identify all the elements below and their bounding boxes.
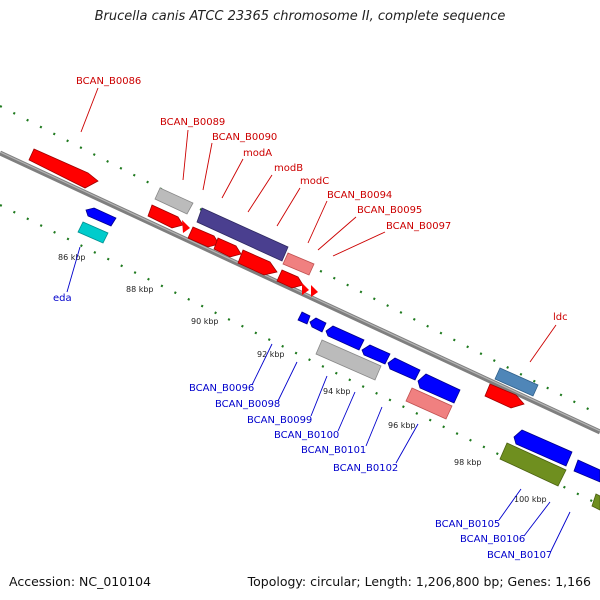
leader-line [310,375,328,417]
label-modc: modC [300,176,329,187]
gene-bcan-b0089[interactable] [154,187,194,215]
forward-labels: BCAN_B0086 BCAN_B0089 BCAN_B0090 modA mo… [76,76,568,363]
label-bcan-b0097: BCAN_B0097 [386,221,451,232]
gene-bcan-b0102[interactable] [405,387,453,420]
gene-bcan-b0099[interactable] [315,339,382,381]
label-bcan-b0089: BCAN_B0089 [160,117,225,128]
gene-eda[interactable] [77,207,117,244]
ruler-label: 94 kbp [323,387,351,396]
label-bcan-b0095: BCAN_B0095 [357,205,422,216]
gene-modb[interactable] [187,226,242,258]
backbone-line [0,150,600,435]
gene-bcan-b0096[interactable] [297,311,311,325]
label-bcan-b0106: BCAN_B0106 [460,534,525,545]
gene-bcan-b0098[interactable] [309,317,365,351]
reverse-labels: eda BCAN_B0096 BCAN_B0098 BCAN_B0099 BCA… [53,246,571,561]
ruler-label: 88 kbp [126,285,154,294]
leader-line [182,129,189,181]
gene-bcan-b0086[interactable] [28,148,99,189]
ruler-label: 92 kbp [257,350,285,359]
leader-line [529,324,557,363]
leader-line [317,216,357,251]
label-bcan-b0094: BCAN_B0094 [327,190,392,201]
label-bcan-b0107: BCAN_B0107 [487,550,552,561]
ruler-label: 90 kbp [191,317,219,326]
gene-bcan-b0094[interactable] [276,269,304,289]
backbone-highlight [0,151,600,432]
leader-line [251,343,273,386]
gene-bcan-b0097[interactable] [311,285,318,297]
ruler-label: 96 kbp [388,421,416,430]
label-bcan-b0105: BCAN_B0105 [435,519,500,530]
leader-line [277,361,298,402]
gene-ldc[interactable] [484,367,539,409]
label-moda: modA [243,148,272,159]
ruler-labels: 86 kbp 88 kbp 90 kbp 92 kbp 94 kbp 96 kb… [58,253,547,504]
leader-line [395,423,419,464]
leader-line [337,391,356,432]
accession-text: Accession: NC_010104 [9,574,152,589]
gene-bcan-b0106[interactable] [499,442,600,487]
label-modb: modB [274,163,303,174]
gene-bcan-b0100[interactable] [361,344,391,365]
map-title: Brucella canis ATCC 23365 chromosome II,… [94,9,506,24]
gene-moda[interactable] [196,207,289,262]
leader-line [307,200,328,244]
label-bcan-b0096: BCAN_B0096 [189,383,254,394]
gene-bcan-b0090[interactable] [147,204,190,233]
leader-line [332,231,386,257]
gene-modc[interactable] [237,249,315,276]
label-bcan-b0086: BCAN_B0086 [76,76,141,87]
leader-line [66,246,81,293]
leader-line [247,174,273,213]
topology-text: Topology: circular; Length: 1,206,800 bp… [247,574,591,589]
leader-line [523,501,551,537]
label-bcan-b0101: BCAN_B0101 [301,445,366,456]
gene-bcan-b0105[interactable] [513,429,573,467]
leader-line [498,488,522,521]
gene-bcan-b0095[interactable] [302,283,309,295]
label-bcan-b0098: BCAN_B0098 [215,399,280,410]
ruler-label: 86 kbp [58,253,86,262]
ruler-label: 98 kbp [454,458,482,467]
leader-line [276,187,301,227]
label-bcan-b0099: BCAN_B0099 [247,415,312,426]
leader-line [550,511,571,552]
gene-bcan-b0101[interactable] [387,357,461,404]
leader-line [221,158,244,199]
label-eda: eda [53,293,72,304]
gene-bcan-b0107[interactable] [591,493,600,511]
ruler-label: 100 kbp [514,495,547,504]
leader-line [365,406,383,447]
label-bcan-b0102: BCAN_B0102 [333,463,398,474]
label-bcan-b0090: BCAN_B0090 [212,132,277,143]
label-ldc: ldc [553,312,568,323]
label-bcan-b0100: BCAN_B0100 [274,430,339,441]
leader-line [80,87,99,133]
leader-line [202,142,213,191]
